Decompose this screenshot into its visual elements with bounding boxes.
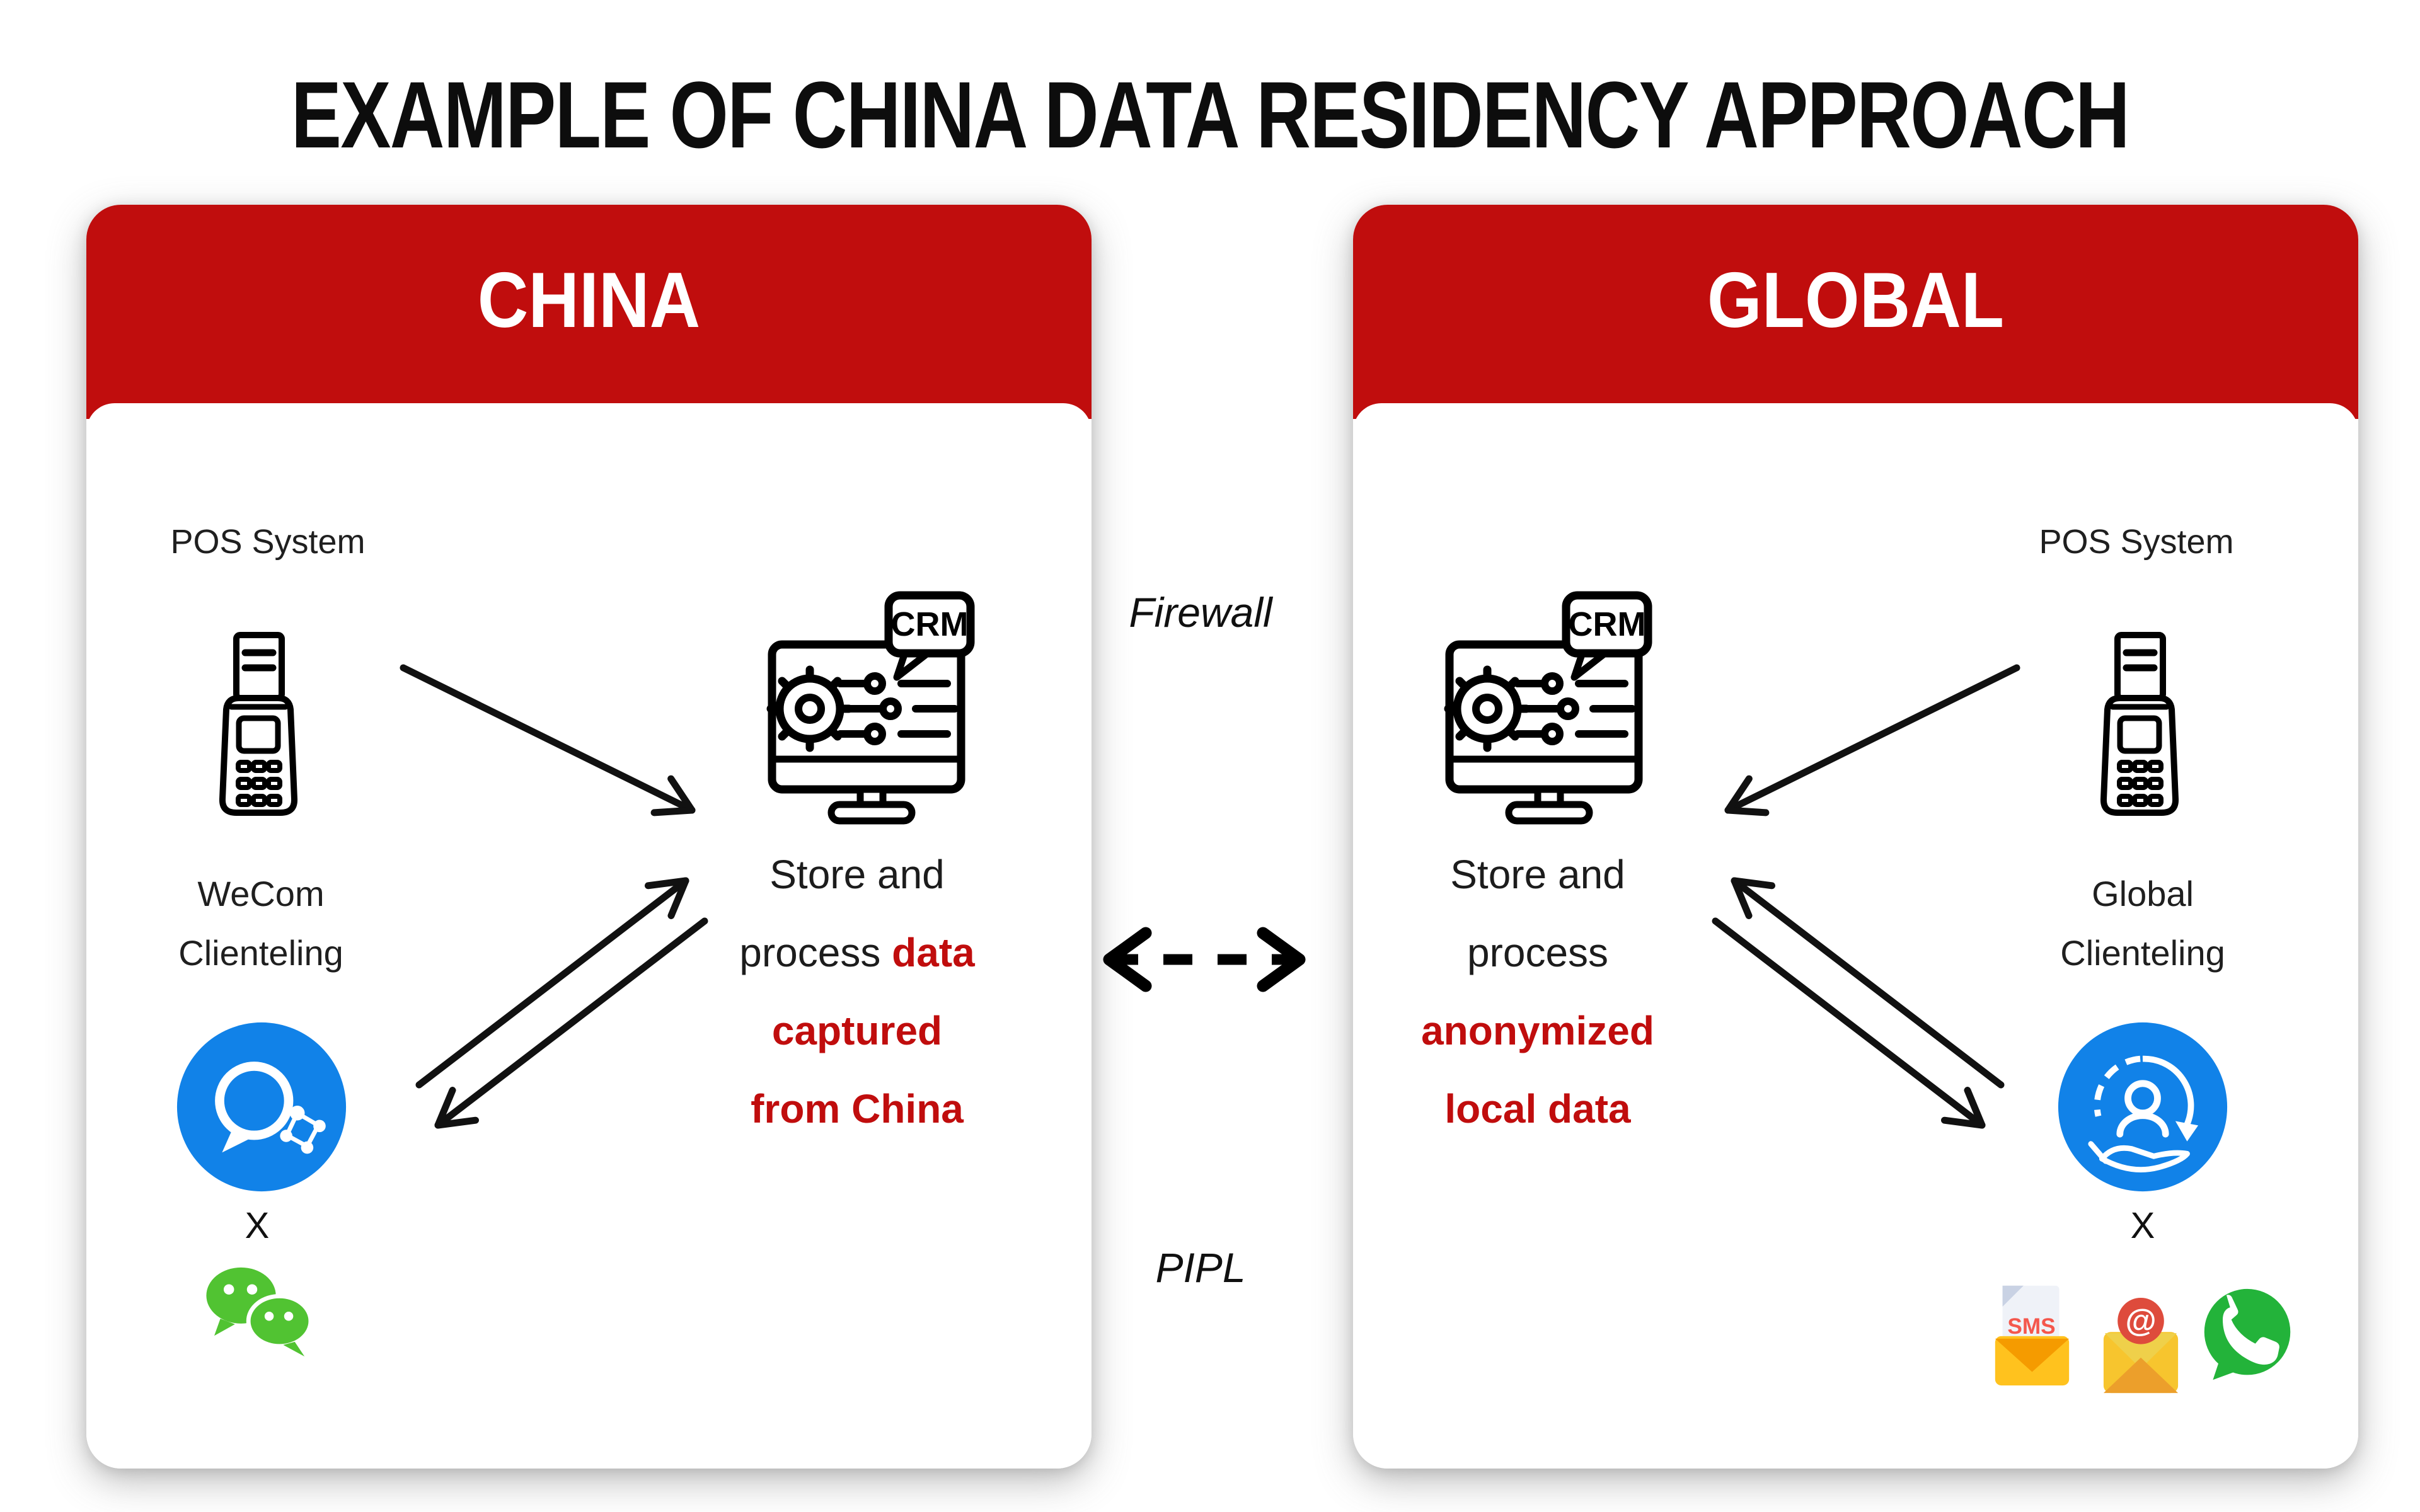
highlighted-text: from China [751,1086,964,1131]
text-line: process data [700,914,1015,992]
china-clienteling-label: WeCom Clienteling [135,864,387,983]
at-symbol: @ [2125,1302,2156,1338]
text-line: captured [700,992,1015,1070]
wechat-icon [206,1267,313,1357]
china-store-process-text: Store and process data captured from China [700,835,1015,1148]
china-panel-header [86,205,1092,419]
highlighted-text: captured [771,1008,943,1053]
text-line: Store and [1380,835,1695,914]
highlighted-text: local data [1444,1086,1631,1131]
text-line: from China [700,1070,1015,1148]
global-clienteling-label-line1: Global [2092,874,2194,914]
crm-monitor-icon: CRM [766,591,975,825]
china-clienteling-label-line1: WeCom [197,874,325,914]
pipl-label: PIPL [1155,1244,1246,1291]
wecom-icon [176,1022,347,1192]
text-line: local data [1380,1070,1695,1148]
global-x-mark: X [2130,1205,2155,1246]
crm-badge-label: CRM [891,605,969,643]
global-clienteling-icon [2058,1022,2228,1192]
crm-badge-label: CRM [1569,605,1646,643]
pos-terminal-icon [219,632,298,816]
global-panel: GLOBAL [1353,205,2358,1469]
text-line: process [1380,914,1695,992]
china-pos-label: POS System [170,523,366,561]
crm-monitor-icon: CRM [1444,591,1652,825]
whatsapp-icon [2199,1284,2296,1387]
pos-terminal-icon [2100,632,2179,816]
email-at-icon: @ [2103,1297,2179,1394]
plain-text: process [1466,930,1609,975]
china-panel: CHINA [86,205,1092,1469]
highlighted-text: data [892,930,975,975]
global-clienteling-label-line2: Clienteling [2060,933,2225,973]
plain-text: process [739,930,892,975]
global-panel-title: GLOBAL [1707,257,2005,344]
plain-text: Store and [769,852,945,897]
global-panel-header [1353,205,2358,419]
highlighted-text: anonymized [1421,1008,1654,1053]
china-panel-title: CHINA [477,257,701,344]
firewall-label: Firewall [1129,589,1272,636]
sms-envelope-icon: SMS [1995,1285,2070,1386]
china-x-mark: X [245,1205,270,1246]
page-title: EXAMPLE OF CHINA DATA RESIDENCY APPROACH [291,62,2130,168]
china-clienteling-label-line2: Clienteling [178,933,343,973]
global-pos-label: POS System [2039,523,2234,561]
global-store-process-text: Store and process anonymized local data [1380,835,1695,1148]
global-clienteling-label: Global Clienteling [2017,864,2269,983]
text-line: Store and [700,835,1015,914]
text-line: anonymized [1380,992,1695,1070]
plain-text: Store and [1450,852,1625,897]
sms-label: SMS [2007,1314,2055,1339]
